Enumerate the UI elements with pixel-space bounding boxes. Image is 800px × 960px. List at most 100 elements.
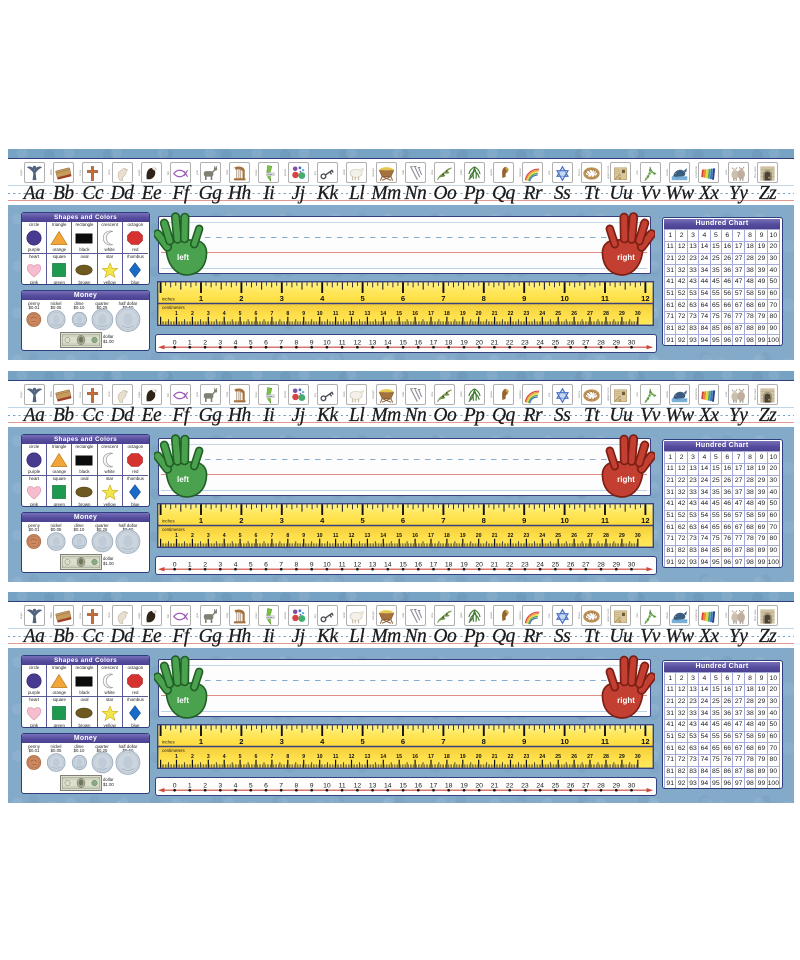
svg-text:6: 6	[255, 533, 258, 539]
svg-text:centimeters: centimeters	[162, 527, 185, 532]
svg-text:22: 22	[508, 754, 514, 760]
svg-text:11: 11	[601, 737, 610, 746]
svg-text:23: 23	[524, 311, 530, 317]
svg-text:13: 13	[369, 782, 377, 789]
svg-text:21: 21	[491, 782, 499, 789]
svg-text:16: 16	[415, 561, 423, 568]
svg-text:5: 5	[239, 311, 242, 317]
svg-text:10: 10	[317, 754, 323, 760]
svg-text:6: 6	[255, 754, 258, 760]
svg-text:10: 10	[323, 339, 331, 346]
svg-text:30: 30	[628, 561, 636, 568]
svg-text:3: 3	[207, 754, 210, 760]
svg-text:8: 8	[482, 294, 486, 303]
svg-text:10: 10	[323, 561, 331, 568]
svg-text:11: 11	[333, 754, 339, 760]
svg-text:17: 17	[430, 561, 438, 568]
svg-text:19: 19	[460, 339, 468, 346]
svg-text:9: 9	[302, 533, 305, 539]
svg-text:11: 11	[333, 533, 339, 539]
svg-text:12: 12	[641, 737, 649, 746]
svg-text:16: 16	[412, 311, 418, 317]
svg-text:25: 25	[552, 782, 560, 789]
svg-text:2: 2	[239, 516, 243, 525]
svg-text:right: right	[617, 253, 635, 262]
svg-text:left: left	[177, 253, 189, 262]
svg-text:21: 21	[491, 339, 499, 346]
svg-text:28: 28	[603, 754, 609, 760]
svg-text:9: 9	[310, 339, 314, 346]
svg-text:12: 12	[349, 311, 355, 317]
svg-text:9: 9	[310, 561, 314, 568]
svg-text:8: 8	[295, 339, 299, 346]
svg-text:19: 19	[460, 561, 468, 568]
svg-text:3: 3	[280, 516, 284, 525]
svg-text:16: 16	[415, 339, 423, 346]
svg-text:14: 14	[380, 533, 386, 539]
svg-text:15: 15	[399, 339, 407, 346]
svg-text:28: 28	[597, 782, 605, 789]
svg-text:1: 1	[199, 737, 204, 746]
svg-text:21: 21	[492, 533, 498, 539]
svg-text:21: 21	[492, 311, 498, 317]
svg-text:9: 9	[522, 294, 526, 303]
svg-text:30: 30	[635, 754, 641, 760]
svg-text:left: left	[177, 475, 189, 484]
svg-text:24: 24	[539, 754, 545, 760]
svg-text:3: 3	[207, 311, 210, 317]
svg-text:6: 6	[401, 294, 405, 303]
svg-text:13: 13	[365, 533, 371, 539]
svg-text:12: 12	[354, 561, 362, 568]
svg-text:7: 7	[279, 561, 283, 568]
svg-text:19: 19	[460, 533, 466, 539]
svg-text:6: 6	[401, 737, 405, 746]
svg-text:26: 26	[571, 533, 577, 539]
svg-text:5: 5	[360, 516, 365, 525]
svg-text:6: 6	[264, 782, 268, 789]
svg-text:2: 2	[191, 754, 194, 760]
svg-text:2: 2	[191, 533, 194, 539]
svg-text:13: 13	[365, 311, 371, 317]
svg-text:27: 27	[582, 339, 590, 346]
svg-text:right: right	[617, 696, 635, 705]
svg-text:10: 10	[560, 516, 568, 525]
svg-text:right: right	[617, 475, 635, 484]
svg-text:7: 7	[441, 516, 445, 525]
svg-text:2: 2	[239, 737, 243, 746]
svg-text:5: 5	[360, 737, 365, 746]
svg-text:20: 20	[476, 311, 482, 317]
svg-text:9: 9	[522, 737, 526, 746]
svg-text:24: 24	[539, 533, 545, 539]
svg-text:26: 26	[567, 561, 575, 568]
svg-text:17: 17	[430, 339, 438, 346]
svg-text:27: 27	[582, 561, 590, 568]
svg-text:29: 29	[613, 561, 621, 568]
svg-text:7: 7	[270, 754, 273, 760]
svg-text:5: 5	[239, 754, 242, 760]
svg-text:17: 17	[428, 754, 434, 760]
svg-text:18: 18	[445, 561, 453, 568]
svg-text:11: 11	[339, 339, 346, 346]
svg-text:5: 5	[239, 533, 242, 539]
svg-text:23: 23	[524, 533, 530, 539]
svg-text:22: 22	[508, 533, 514, 539]
svg-text:30: 30	[635, 533, 641, 539]
svg-text:7: 7	[441, 737, 445, 746]
svg-text:5: 5	[360, 294, 365, 303]
svg-text:25: 25	[555, 311, 561, 317]
svg-text:2: 2	[203, 782, 207, 789]
svg-text:4: 4	[320, 737, 325, 746]
svg-text:22: 22	[506, 339, 514, 346]
svg-text:16: 16	[412, 754, 418, 760]
svg-text:17: 17	[430, 782, 438, 789]
svg-text:3: 3	[207, 533, 210, 539]
svg-text:28: 28	[603, 533, 609, 539]
svg-text:12: 12	[354, 339, 362, 346]
svg-text:23: 23	[524, 754, 530, 760]
svg-text:25: 25	[555, 533, 561, 539]
svg-text:ISRAEL: ISRAEL	[267, 173, 275, 176]
svg-text:27: 27	[587, 533, 593, 539]
svg-text:4: 4	[234, 339, 238, 346]
svg-text:8: 8	[295, 561, 299, 568]
svg-text:3: 3	[218, 782, 222, 789]
